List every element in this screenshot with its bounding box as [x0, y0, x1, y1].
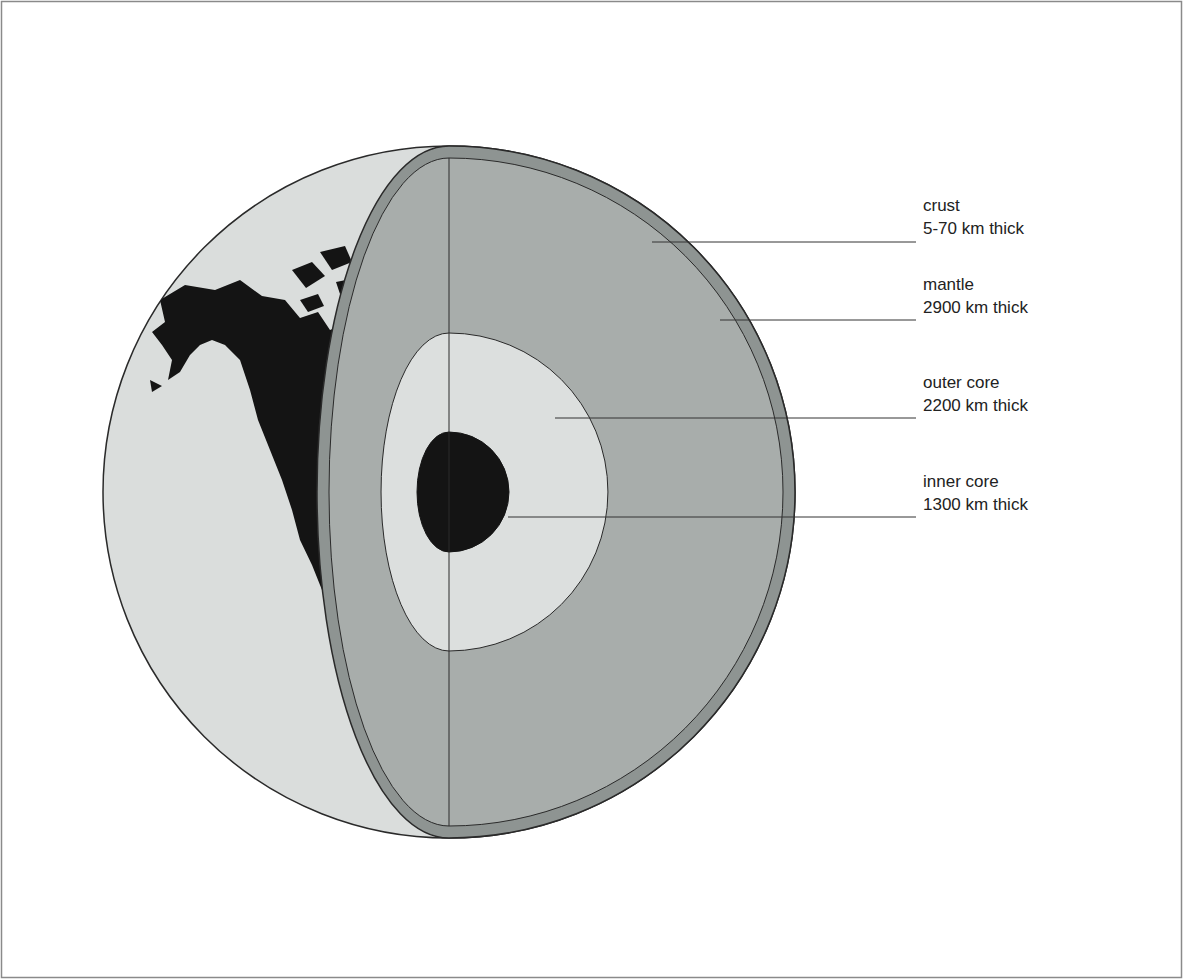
layer-thickness: 5-70 km thick [923, 219, 1024, 239]
inner-core-layer [417, 432, 509, 552]
layer-name: outer core [923, 373, 1000, 393]
axis-line [449, 158, 450, 826]
layer-name: crust [923, 196, 960, 216]
layer-name: mantle [923, 275, 974, 295]
crust-layer [317, 146, 795, 838]
outer-core-layer [381, 333, 608, 651]
layer-thickness: 1300 km thick [923, 495, 1028, 515]
layer-thickness: 2900 km thick [923, 298, 1028, 318]
layer-thickness: 2200 km thick [923, 396, 1028, 416]
leader-line [720, 320, 916, 321]
leader-line [555, 418, 916, 419]
earth-surface [103, 146, 795, 838]
layer-name: inner core [923, 472, 999, 492]
leader-line [652, 242, 916, 243]
leader-line [508, 517, 916, 518]
mantle-layer [329, 158, 783, 826]
